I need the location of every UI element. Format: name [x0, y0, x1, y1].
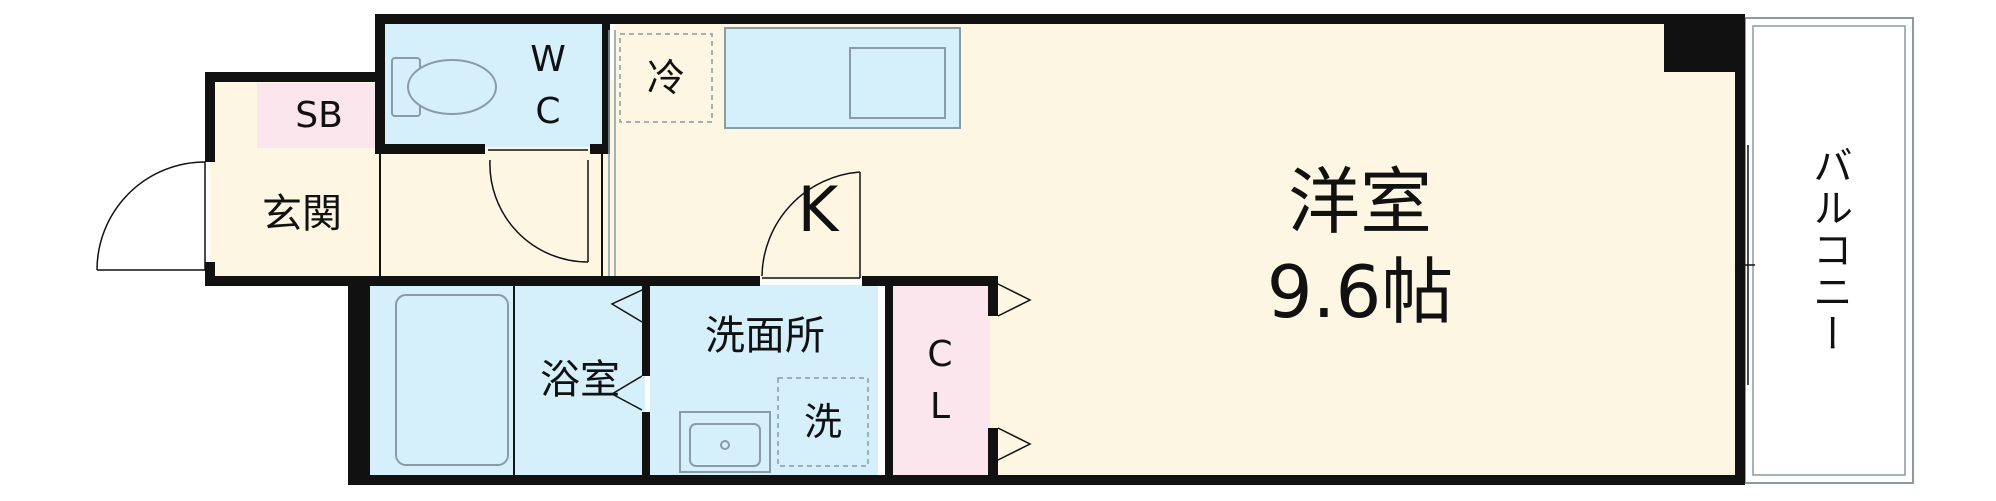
shoe-box-label: SB	[295, 95, 343, 136]
closet-floor	[885, 285, 990, 475]
closet-label-l: L	[929, 386, 951, 427]
western-room-size: 9.6帖	[1266, 250, 1454, 334]
entrance-label: 玄関	[262, 191, 342, 237]
closet-label-c: C	[927, 334, 953, 375]
balcony-area	[1744, 17, 1914, 484]
washroom-floor	[650, 285, 878, 475]
toilet-label-c: C	[535, 91, 561, 132]
western-room-floor	[990, 22, 1740, 477]
doors	[96, 145, 1755, 461]
fridge-label: 冷	[646, 56, 686, 100]
wash-basin	[679, 411, 771, 473]
washer-space	[777, 377, 869, 467]
washroom-label: 洗面所	[705, 313, 825, 359]
toilet-label-w: W	[530, 39, 566, 80]
kitchen-label: K	[797, 173, 839, 246]
fridge-space	[619, 33, 713, 123]
western-room-label: 洋室	[1287, 160, 1433, 244]
bathtub	[395, 294, 509, 466]
walls	[205, 14, 1745, 485]
washer-label: 洗	[803, 400, 843, 444]
toilet-fixture	[391, 57, 497, 117]
balcony-label: バルコニー	[1806, 145, 1852, 355]
bathroom-label: 浴室	[540, 357, 620, 403]
shoe-box	[257, 83, 381, 148]
sink-basin	[849, 47, 946, 119]
